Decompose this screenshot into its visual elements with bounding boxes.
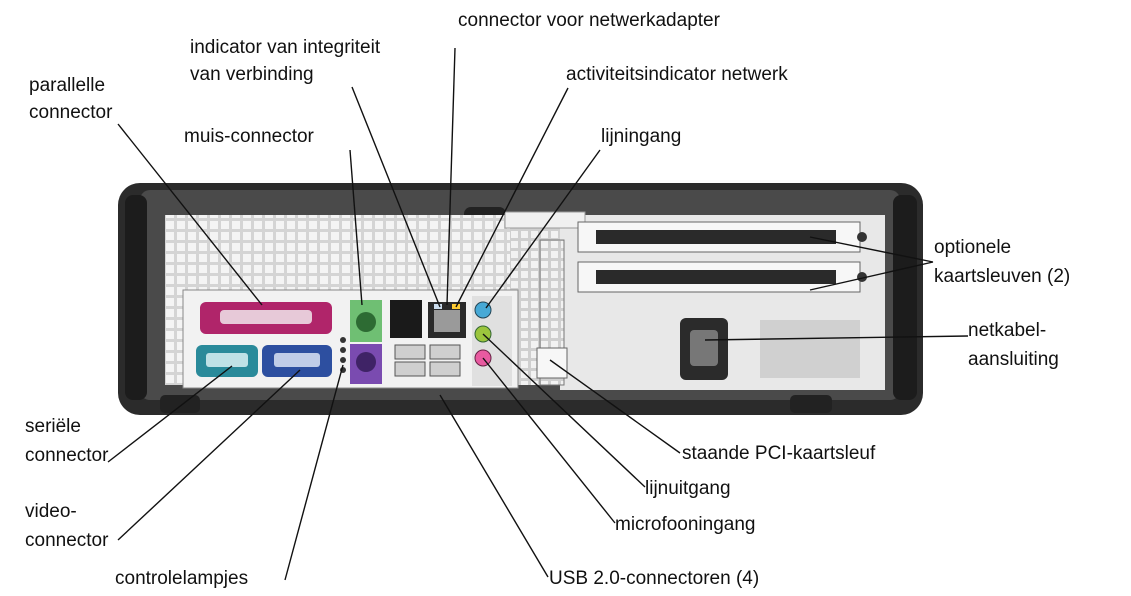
link-integrity-led [434, 304, 442, 309]
foot-right [790, 395, 832, 413]
leader-usb [440, 395, 548, 577]
usb-port-2 [395, 362, 425, 376]
video-port-pins [274, 353, 320, 367]
label-link-integrity-line1: indicator van integriteit [190, 37, 381, 58]
label-optional-slots-line2: kaartsleuven (2) [934, 266, 1070, 287]
label-usb: USB 2.0-connectoren (4) [549, 568, 759, 589]
foot-left [160, 395, 200, 413]
label-serial-line1: seriële [25, 416, 81, 437]
right-end-cap [893, 195, 917, 400]
network-port-socket [434, 310, 460, 332]
label-serial-line2: connector [25, 445, 109, 466]
pci-slot-tab [537, 348, 567, 378]
usb-port-1 [395, 345, 425, 359]
mouse-port-socket [356, 312, 376, 332]
left-end-cap [125, 195, 147, 400]
blank-panel [390, 300, 422, 338]
diagnostic-light-3 [340, 357, 346, 363]
usb-port-3 [430, 345, 460, 359]
label-network-activity: activiteitsindicator netwerk [566, 64, 788, 85]
label-video-line2: connector [25, 530, 109, 551]
label-parallel-line1: parallelle [29, 75, 105, 96]
label-line-in: lijningang [601, 126, 681, 147]
label-power-line2: aansluiting [968, 349, 1059, 370]
diagnostic-light-1 [340, 337, 346, 343]
usb-port-4 [430, 362, 460, 376]
power-supply-plate [760, 320, 860, 378]
label-pci-slot: staande PCI-kaartsleuf [682, 443, 876, 464]
label-link-integrity-line2: van verbinding [190, 64, 314, 85]
label-parallel-line2: connector [29, 102, 113, 123]
label-diagnostic: controlelampjes [115, 568, 248, 589]
diagnostic-light-2 [340, 347, 346, 353]
label-line-out: lijnuitgang [645, 478, 731, 499]
label-microphone: microfooningang [615, 514, 755, 535]
label-optional-slots-line1: optionele [934, 237, 1011, 258]
keyboard-port-socket [356, 352, 376, 372]
slot-opening-top [596, 230, 836, 244]
serial-port-pins [206, 353, 248, 367]
label-network-adapter: connector voor netwerkadapter [458, 10, 721, 31]
slot-screw-top [857, 232, 867, 242]
parallel-port-pins [220, 310, 312, 324]
power-connector-socket [690, 330, 718, 366]
slot-opening-bottom [596, 270, 836, 284]
io-panel [183, 290, 518, 388]
label-mouse: muis-connector [184, 126, 315, 147]
label-power-line1: netkabel- [968, 320, 1046, 341]
label-video-line1: video- [25, 501, 77, 522]
